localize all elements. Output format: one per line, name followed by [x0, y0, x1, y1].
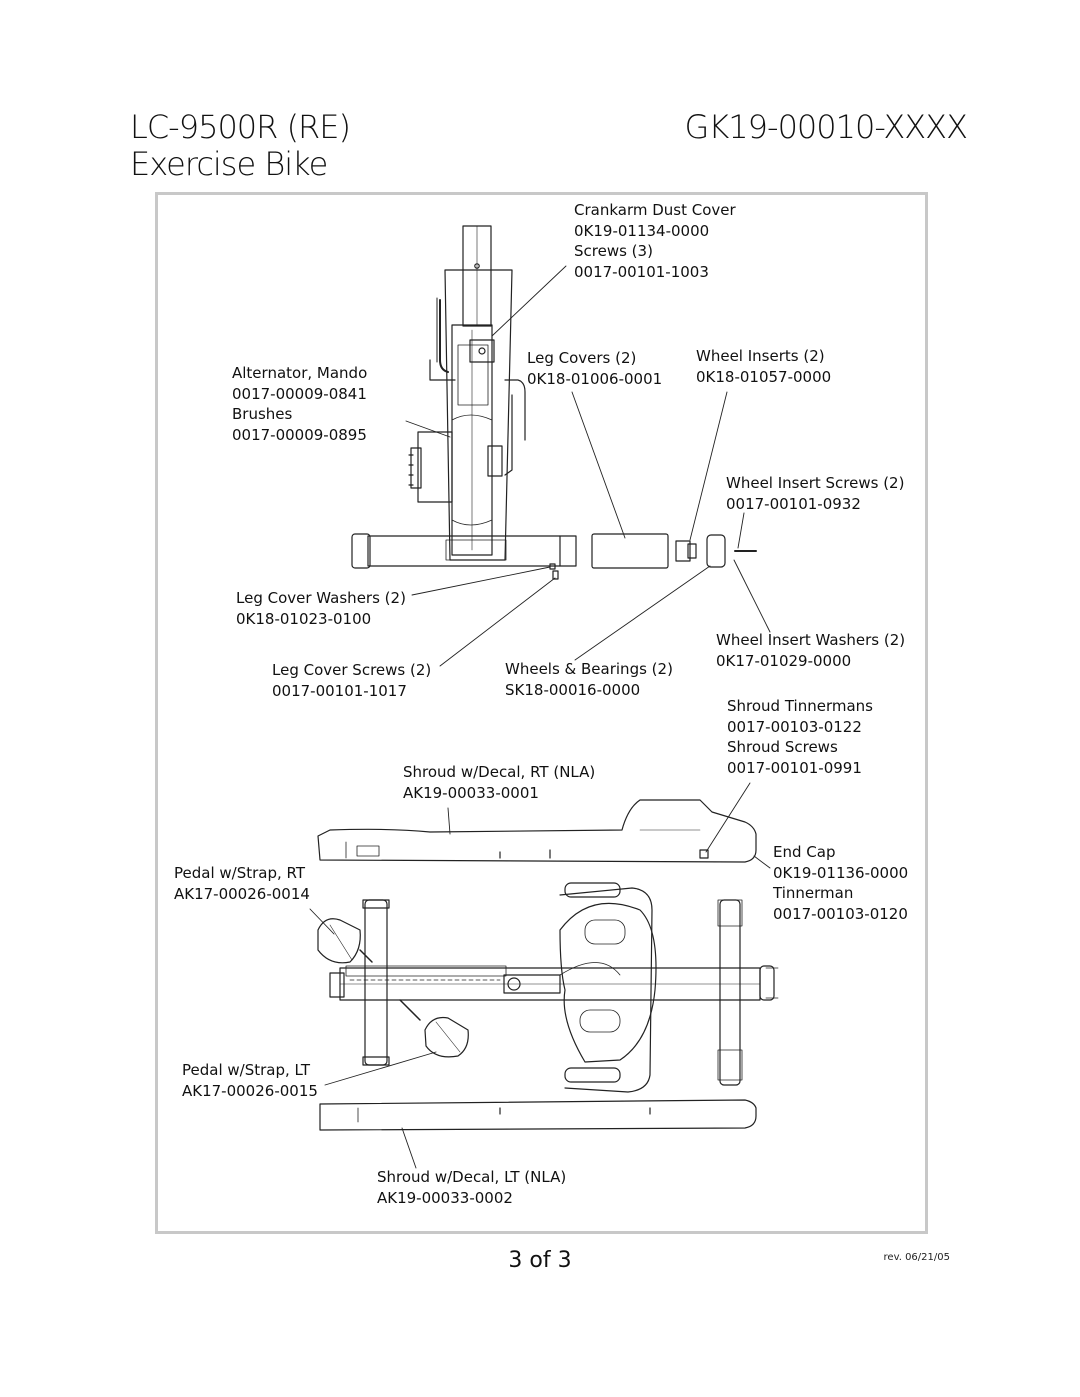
label-pedal-lt: Pedal w/Strap, LT AK17-00026-0015: [182, 1060, 318, 1101]
label-leg-covers: Leg Covers (2) 0K18-01006-0001: [527, 348, 662, 389]
label-name: Leg Cover Washers (2): [236, 589, 406, 607]
label-pedal-rt: Pedal w/Strap, RT AK17-00026-0014: [174, 863, 310, 904]
label-leg-cover-washers: Leg Cover Washers (2) 0K18-01023-0100: [236, 588, 406, 629]
revision-date: rev. 06/21/05: [883, 1252, 950, 1263]
label-name: Alternator, Mando: [232, 364, 368, 382]
label-part: AK17-00026-0014: [174, 884, 310, 903]
label-shroud-rt: Shroud w/Decal, RT (NLA) AK19-00033-0001: [403, 762, 595, 803]
label-name: Wheel Insert Washers (2): [716, 631, 906, 649]
label-name: Shroud Tinnermans: [727, 697, 873, 715]
label-wheels-bearings: Wheels & Bearings (2) SK18-00016-0000: [505, 659, 673, 700]
label-wheel-inserts: Wheel Inserts (2) 0K18-01057-0000: [696, 346, 831, 387]
leader-shroud-screws: [705, 782, 751, 853]
label-alternator: Alternator, Mando 0017-00009-0841 Brushe…: [232, 363, 367, 445]
leader-end-cap: [753, 855, 771, 869]
label-part: 0K17-01029-0000: [716, 651, 852, 670]
label-leg-cover-screws: Leg Cover Screws (2) 0017-00101-1017: [272, 660, 431, 701]
label-part: 0K18-01006-0001: [527, 369, 663, 388]
label-part: 0K18-01023-0100: [236, 609, 372, 628]
label-part: 0K19-01134-0000: [574, 221, 710, 240]
label-sub-part: 0017-00103-0120: [773, 904, 908, 923]
label-sub-name: Tinnerman: [773, 884, 854, 902]
label-sub-part: 0017-00101-0991: [727, 758, 862, 777]
label-sub-name: Shroud Screws: [727, 738, 838, 756]
label-part: 0017-00101-0932: [726, 494, 861, 513]
product-subtitle: Exercise Bike: [130, 145, 328, 183]
assembly-part-number: GK19-00010-XXXX: [684, 108, 968, 146]
leader-lines-top: [405, 265, 771, 667]
label-name: Pedal w/Strap, LT: [182, 1061, 310, 1079]
label-part: AK19-00033-0002: [377, 1188, 513, 1207]
shroud-rt-outline: [317, 799, 757, 863]
label-wheel-insert-screws: Wheel Insert Screws (2) 0017-00101-0932: [726, 473, 904, 514]
shroud-lt-outline: [319, 1099, 757, 1131]
label-part: 0K18-01057-0000: [696, 367, 832, 386]
label-end-cap: End Cap 0K19-01136-0000 Tinnerman 0017-0…: [773, 842, 908, 924]
label-name: Shroud w/Decal, LT (NLA): [377, 1168, 567, 1186]
label-name: Leg Cover Screws (2): [272, 661, 432, 679]
label-sub-part: 0017-00101-1003: [574, 262, 709, 281]
label-name: Wheel Inserts (2): [696, 347, 825, 365]
label-sub-part: 0017-00009-0895: [232, 425, 367, 444]
bike-side-view: [351, 225, 757, 580]
label-wheel-insert-washers: Wheel Insert Washers (2) 0K17-01029-0000: [716, 630, 905, 671]
label-part: 0K19-01136-0000: [773, 863, 909, 882]
label-name: End Cap: [773, 843, 836, 861]
label-name: Shroud w/Decal, RT (NLA): [403, 763, 596, 781]
label-part: 0017-00103-0122: [727, 717, 862, 736]
label-name: Crankarm Dust Cover: [574, 201, 736, 219]
label-shroud-lt: Shroud w/Decal, LT (NLA) AK19-00033-0002: [377, 1167, 566, 1208]
label-name: Leg Covers (2): [527, 349, 637, 367]
label-part: 0017-00101-1017: [272, 681, 407, 700]
label-sub-name: Screws (3): [574, 242, 653, 260]
model-title: LC-9500R (RE): [130, 108, 351, 146]
label-shroud-tinnermans: Shroud Tinnermans 0017-00103-0122 Shroud…: [727, 696, 873, 778]
label-part: SK18-00016-0000: [505, 680, 641, 699]
label-part: 0017-00009-0841: [232, 384, 367, 403]
leader-pedal-rt: [309, 908, 335, 935]
label-crankarm-dust-cover: Crankarm Dust Cover 0K19-01134-0000 Scre…: [574, 200, 736, 282]
label-sub-name: Brushes: [232, 405, 293, 423]
leader-shroud-lt: [401, 1127, 417, 1169]
leader-shroud-rt: [447, 807, 451, 835]
diagram-frame: [155, 192, 928, 1234]
label-part: AK17-00026-0015: [182, 1081, 318, 1100]
label-name: Wheel Insert Screws (2): [726, 474, 905, 492]
label-part: AK19-00033-0001: [403, 783, 539, 802]
label-name: Wheels & Bearings (2): [505, 660, 673, 678]
label-name: Pedal w/Strap, RT: [174, 864, 306, 882]
page-number: 3 of 3: [508, 1248, 572, 1273]
leader-pedal-lt: [324, 1051, 437, 1086]
bike-top-view: [317, 882, 779, 1093]
